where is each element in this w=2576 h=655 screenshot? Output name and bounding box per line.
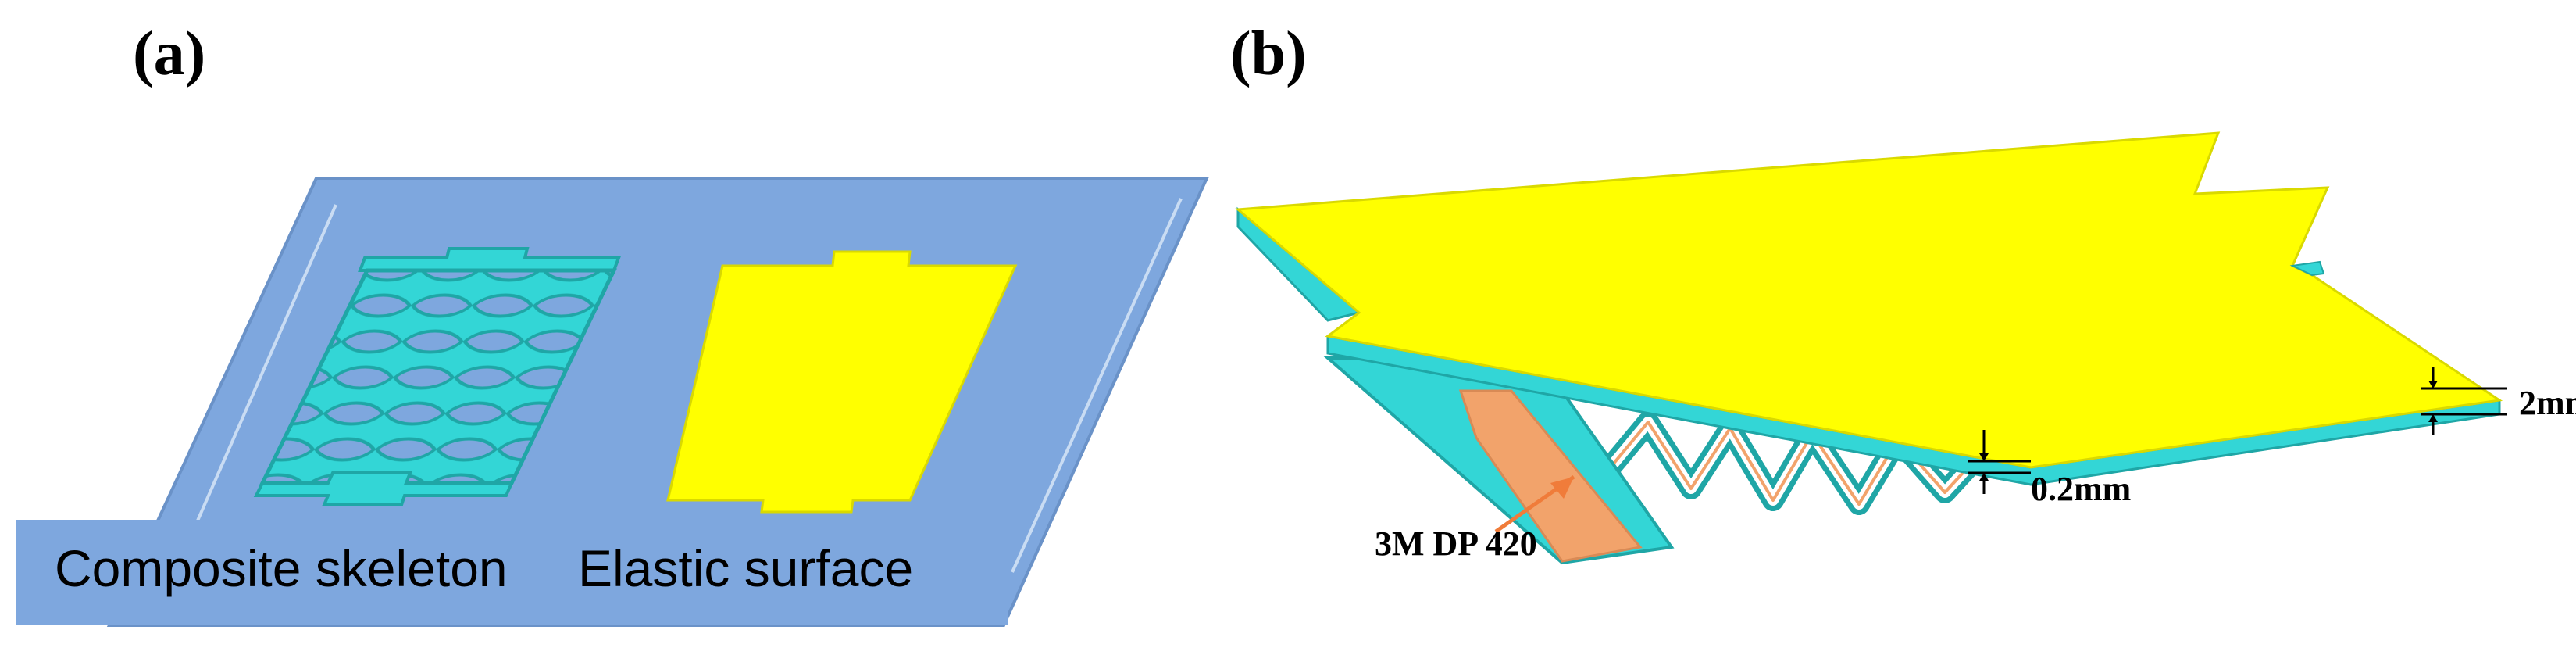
skeleton-bottom-tab xyxy=(253,471,515,506)
plate-guide-left xyxy=(174,204,337,571)
dim-0-2mm xyxy=(1968,430,2031,494)
label-adhesive: 3M DP 420 xyxy=(1375,524,1537,563)
dim-2mm xyxy=(2421,367,2507,435)
panel-a: (a) Composite skeleton Elastic surface xyxy=(16,20,1210,627)
caption-composite-skeleton: Composite skeleton xyxy=(55,539,508,597)
elastic-surface xyxy=(666,250,1018,514)
label-0-2mm: 0.2mm xyxy=(2031,470,2131,508)
caption-elastic-surface: Elastic surface xyxy=(578,539,913,597)
panel-b: (b) 3M xyxy=(1230,20,2576,565)
label-2mm: 2mm xyxy=(2519,384,2576,422)
adhesive-arrow-head xyxy=(1550,477,1574,499)
plate-guide-right xyxy=(1011,198,1183,573)
panel-a-label: (a) xyxy=(133,20,205,88)
adhesive-layer xyxy=(1458,389,1643,563)
sheet-notch-side xyxy=(2289,260,2325,277)
composite-skeleton xyxy=(253,247,621,506)
caption-band xyxy=(16,520,1008,625)
panel-b-label: (b) xyxy=(1230,20,1307,88)
